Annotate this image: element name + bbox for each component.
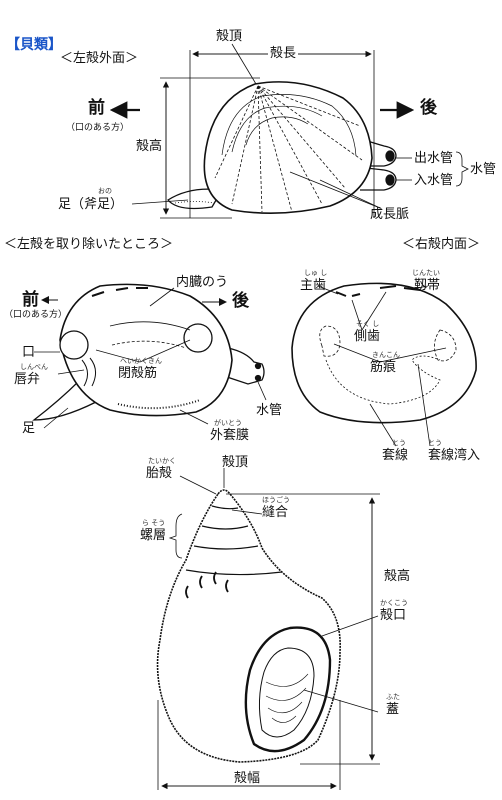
mouth-label: 口 (22, 345, 36, 360)
palp-ruby: しんべん (20, 363, 48, 371)
umbo-label: 殻頂 (216, 29, 243, 44)
left-valve-exterior-figure (109, 43, 469, 219)
lateral-tooth-label: 側歯 (354, 329, 381, 344)
adductor-label: 閉殻筋 (118, 366, 158, 381)
shell-height-label-2: 殻高 (384, 569, 411, 584)
foot-label: 足（斧足） (58, 197, 124, 212)
muscle-scar-ruby: きんこん (372, 351, 400, 359)
siphon-label: 水管 (470, 162, 497, 177)
left-valve-exterior-heading: ＜左殻外面＞ (60, 51, 139, 66)
valve-removed-heading: ＜左殻を取り除いたところ＞ (4, 237, 174, 252)
front-label: 前 (88, 98, 105, 118)
aperture-label: 殻口 (380, 608, 407, 623)
suture-label: 縫合 (262, 505, 289, 520)
front-sub-label: （口のある方） (66, 123, 130, 133)
right-valve-interior-heading: ＜右殻内面＞ (402, 237, 481, 252)
right-valve-interior-figure (291, 282, 477, 447)
protoconch-label: 胎殻 (146, 466, 173, 481)
protoconch-ruby: たいかく (148, 457, 176, 465)
pallial-sinus-ruby: とう (428, 439, 442, 447)
pallial-sinus-label: 套線湾入 (428, 448, 481, 463)
main-tooth-label: 主歯 (300, 278, 327, 293)
adductor-ruby: へいかくきん (120, 357, 162, 365)
ligament-label: 靱帯 (414, 278, 441, 293)
mantle-ruby: がいとう (214, 419, 242, 427)
ligament-ruby: じんたい (412, 269, 440, 277)
main-tooth-ruby: しゅ し (304, 269, 328, 277)
siphon-label-2: 水管 (256, 403, 283, 418)
operculum-label: 蓋 (386, 702, 400, 717)
suture-ruby: ほうごう (262, 496, 290, 504)
lateral-tooth-ruby: そく し (356, 320, 380, 328)
palp-label: 唇弁 (14, 372, 41, 387)
pallial-line-ruby: とう (392, 439, 406, 447)
shell-width-label: 殻幅 (232, 771, 263, 786)
inhalant-siphon-label: 入水管 (414, 173, 454, 188)
front-sub-label-2: （口のある方） (4, 310, 68, 320)
muscle-scar-label: 筋痕 (370, 360, 397, 375)
interior-anatomy-figure (32, 283, 267, 429)
snail-shell-figure (156, 468, 380, 790)
whorl-label: 螺層 (140, 528, 167, 543)
back-label: 後 (420, 98, 437, 118)
shell-length-label: 殻長 (268, 46, 299, 61)
growth-lines-label: 成長脈 (370, 207, 410, 222)
front-label-2: 前 (22, 290, 39, 310)
pallial-line-label: 套線 (382, 448, 409, 463)
apex-label: 殻頂 (222, 455, 249, 470)
page-title: 【貝類】 (6, 37, 62, 53)
whorl-ruby: ら そう (142, 519, 166, 527)
shell-height-label: 殻高 (136, 139, 163, 154)
viscera-label: 内臓のう (176, 275, 229, 290)
mantle-label: 外套膜 (210, 428, 250, 443)
back-label-2: 後 (232, 291, 249, 311)
foot-label-2: 足 (22, 421, 36, 436)
aperture-ruby: かくこう (380, 599, 408, 607)
exhalant-siphon-label: 出水管 (414, 151, 454, 166)
foot-ruby: おの (98, 187, 112, 195)
operculum-ruby: ふた (386, 693, 400, 701)
